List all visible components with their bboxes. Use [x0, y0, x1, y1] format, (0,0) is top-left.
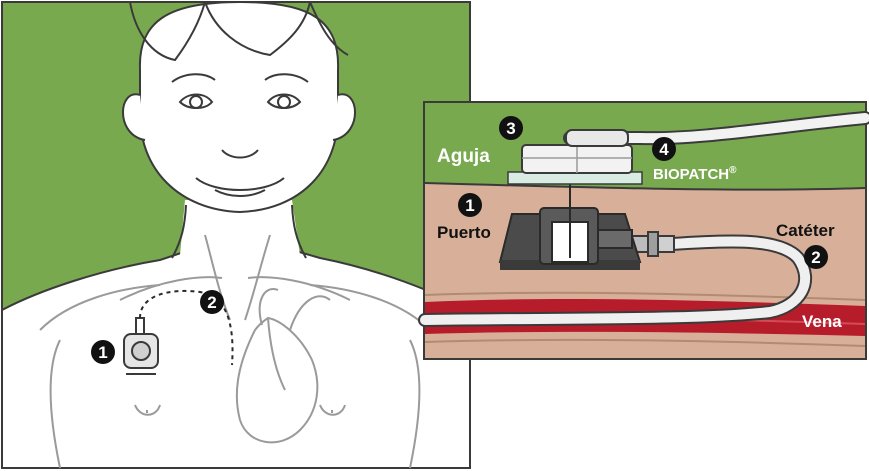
- label-vena: Vena: [802, 312, 842, 331]
- label-biopatch-registered: ®: [729, 165, 737, 176]
- badge-1-body-text: 1: [98, 343, 107, 362]
- badge-2-section-text: 2: [811, 248, 820, 267]
- heart-detail: [258, 288, 331, 391]
- needle-clip: [565, 129, 629, 147]
- needle-housing: [521, 144, 633, 174]
- left-ear: [122, 93, 146, 141]
- badge-3-text: 3: [506, 119, 515, 138]
- badge-2-section: 2: [804, 245, 828, 269]
- badge-2-body-text: 2: [207, 293, 216, 312]
- cross-section-panel: 3 Aguja 4 BIOPATCH® 1 Puerto Catéter 2 V…: [418, 101, 869, 360]
- nose: [221, 149, 259, 159]
- label-puerto: Puerto: [437, 223, 491, 242]
- label-cateter: Catéter: [776, 221, 835, 240]
- label-biopatch: BIOPATCH®: [653, 165, 737, 183]
- neck-right-line: [291, 204, 307, 259]
- clavicle-lines: [119, 276, 351, 301]
- neck-left-line: [171, 204, 187, 259]
- badge-1-body: 1: [91, 340, 115, 364]
- neck: [180, 200, 300, 255]
- badge-2-body: 2: [200, 290, 224, 314]
- skin-line: [424, 182, 866, 191]
- catheter-tube-inner: [420, 236, 811, 325]
- head: [138, 0, 340, 214]
- badge-4: 4: [652, 137, 676, 161]
- label-aguja: Aguja: [437, 146, 490, 167]
- implanted-port: [123, 317, 159, 375]
- right-nipple: [319, 404, 346, 416]
- right-ear: [332, 93, 356, 141]
- badge-3: 3: [499, 116, 523, 140]
- label-biopatch-text: BIOPATCH: [653, 166, 729, 183]
- ribcage-outline: [39, 284, 431, 469]
- left-eye: [178, 93, 214, 109]
- mouth: [195, 177, 285, 197]
- hair: [129, 1, 349, 62]
- skin-layer: [425, 103, 865, 190]
- catheter-dashed-path: [139, 289, 234, 366]
- badge-1-section-text: 1: [465, 196, 474, 215]
- badge-1-section: 1: [458, 193, 482, 217]
- left-nipple: [134, 404, 161, 416]
- right-eye: [266, 93, 302, 109]
- right-eyebrow: [264, 73, 309, 83]
- needle-tubing-inner: [565, 113, 869, 144]
- left-eyebrow: [171, 73, 216, 83]
- badge-4-text: 4: [659, 140, 669, 159]
